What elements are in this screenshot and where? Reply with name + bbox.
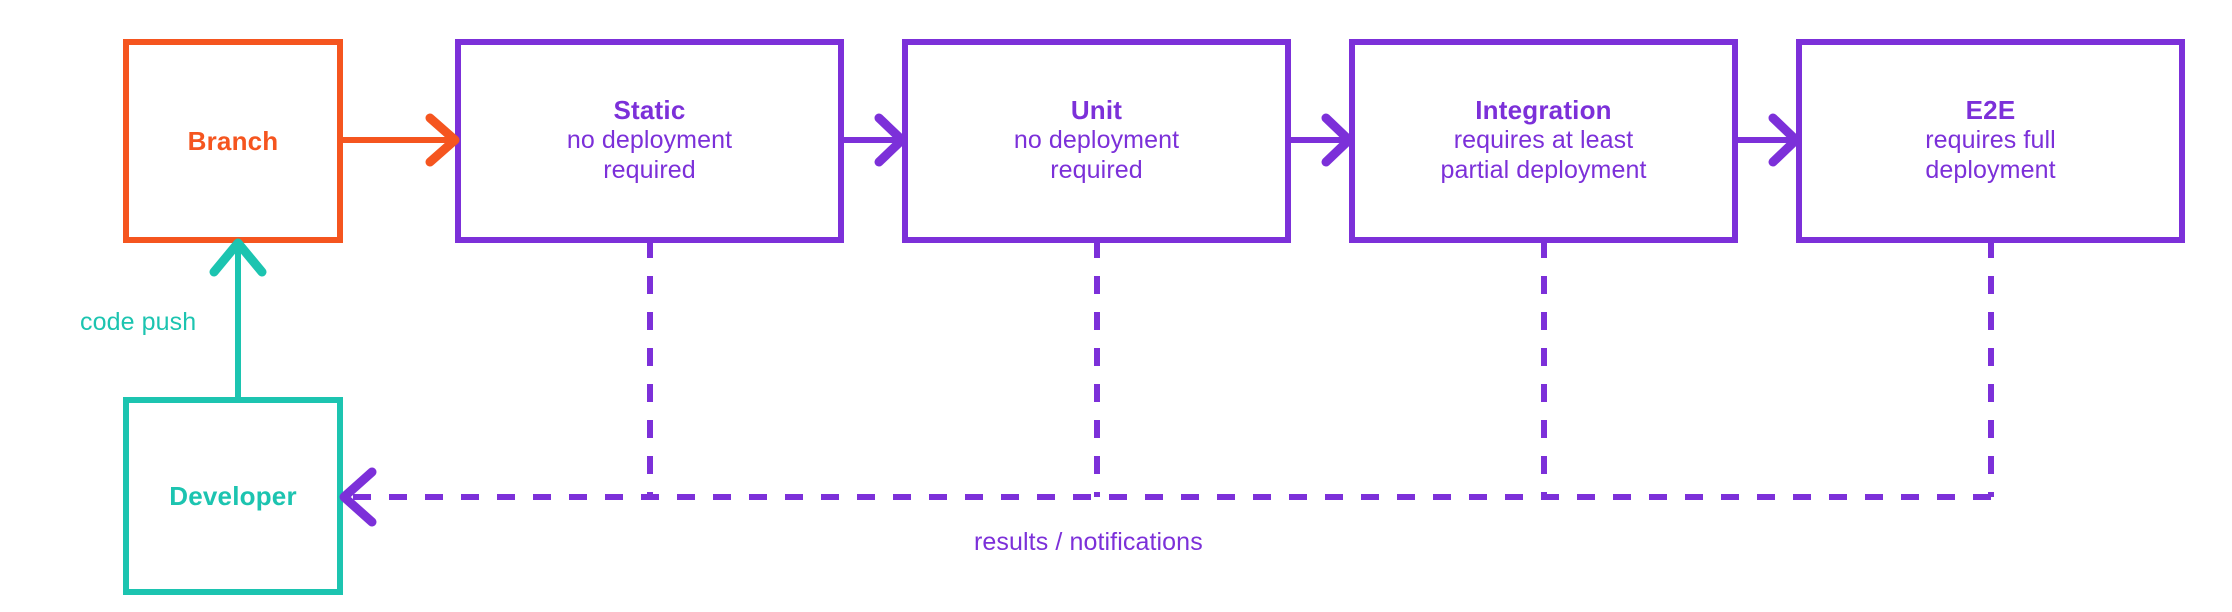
node-integration-description-line-1: requires at least: [1453, 125, 1634, 154]
node-integration-description-line-2: partial deployment: [1440, 156, 1647, 185]
arrow-static-to-unit: [841, 113, 907, 167]
node-integration-label: Integration: [1475, 95, 1612, 126]
node-branch[interactable]: Branch: [126, 42, 340, 240]
node-unit-description: no deployment required: [1014, 125, 1179, 186]
node-static-label: Static: [613, 95, 686, 126]
node-integration[interactable]: Integration requires at least partial de…: [1352, 42, 1735, 240]
arrow-branch-to-static: [340, 113, 460, 167]
node-static-description-line-1: no deployment: [566, 125, 733, 154]
node-unit-description-line-2: required: [1050, 156, 1143, 185]
arrow-integration-to-e2e: [1735, 113, 1801, 167]
edge-label-code-push: code push: [80, 308, 197, 336]
node-static-description-line-2: required: [603, 156, 696, 185]
node-developer[interactable]: Developer: [126, 400, 340, 592]
node-unit-description-line-1: no deployment: [1013, 125, 1180, 154]
node-e2e-description-line-1: requires full: [1925, 125, 2056, 154]
node-integration-description: requires at least partial deployment: [1440, 125, 1646, 186]
node-unit[interactable]: Unit no deployment required: [905, 42, 1288, 240]
edge-label-results-notifications: results / notifications: [974, 528, 1203, 556]
node-static[interactable]: Static no deployment required: [458, 42, 841, 240]
arrow-results-to-developer: [339, 467, 1991, 527]
node-developer-label: Developer: [169, 480, 297, 511]
node-e2e-description: requires full deployment: [1925, 125, 2056, 186]
node-e2e-description-line-2: deployment: [1925, 156, 2056, 185]
node-static-description: no deployment required: [567, 125, 732, 186]
node-branch-label: Branch: [187, 125, 279, 156]
arrow-developer-to-branch: [209, 238, 267, 400]
node-unit-label: Unit: [1070, 95, 1123, 126]
arrow-unit-to-integration: [1288, 113, 1354, 167]
node-e2e[interactable]: E2E requires full deployment: [1799, 42, 2182, 240]
node-e2e-label: E2E: [1965, 95, 2016, 126]
